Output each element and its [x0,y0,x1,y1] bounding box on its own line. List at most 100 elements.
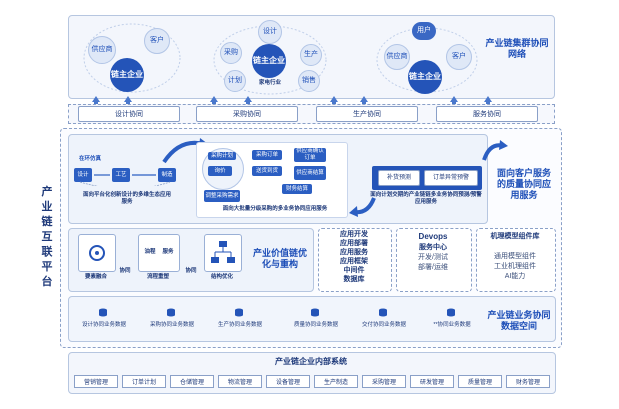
sys-marketing: 营销管理 [74,375,118,388]
data-other: **协同业务数据 [433,322,471,328]
core-enterprise-node: 链主企业 [110,58,144,92]
left-flow-arrows [79,174,171,186]
database-icon [167,308,175,317]
supplier-node-3: 供应商 [384,44,410,70]
mw-app-deploy: 应用部署 [340,240,368,247]
mw-industrial-model: 工业机理组件 [494,263,536,270]
database-icon [379,308,387,317]
cluster-1-links [83,23,181,93]
band-design: 设计协同 [78,106,180,122]
value-item-process: 流程重塑 [146,274,169,280]
value-chain-title: 产业价值链优化与重构 [252,248,307,269]
database-icon [447,308,455,317]
core-enterprise-node-3: 链主企业 [408,60,442,94]
value-collab-1: 协同 [119,268,131,274]
data-design: 设计协同业务数据 [81,322,126,328]
core-enterprise-node-2: 链主企业 [252,44,286,78]
customer-node-3: 客户 [446,44,472,70]
collab-band-row [68,104,555,124]
center-flow: 采购计划 采购订单 供应商确认订单 送货到货 供应商结算 财务结算 调整采购需求… [196,142,346,216]
data-quality: 质量协同业务数据 [293,322,338,328]
right-chip-forecast: 补货预测 [378,170,420,186]
left-node-process: 工艺 [112,168,130,182]
sys-equipment: 设备管理 [266,375,310,388]
center-flow-caption: 面向大批量分级采购的多业务协同应用服务 [222,206,328,212]
center-node-inquiry: 询价 [208,166,232,176]
data-space-panel [68,296,556,342]
plan-node: 计划 [224,70,246,92]
left-flow: 在环仿真 设计 工艺 制造 面向平台化创新设计的多维生态应用服务 [72,156,182,218]
right-chip-alert: 订单异常预警 [424,170,478,186]
curve-arrow-3 [482,140,508,161]
internal-systems-title: 产业链企业内部系统 [275,357,347,366]
middleware-col1-panel [318,228,392,292]
org-chart-icon [211,241,235,263]
database-icon [235,308,243,317]
data-delivery: 交付协同业务数据 [361,322,406,328]
band-service: 服务协同 [436,106,538,122]
left-node-manufacture: 制造 [158,168,176,182]
value-collab-2: 协同 [185,268,197,274]
value-chain: 要素融合 协同 油程 服务 流程重塑 协同 结构优化 [72,232,312,288]
database-icon [311,308,319,317]
design-node: 设计 [258,20,282,44]
middleware-col2-panel [396,228,472,292]
right-flow-caption: 面向计划交期的产业链链多业务协同预测/预警应用服务 [370,192,482,205]
procure-node: 采购 [220,42,242,64]
sys-quality: 质量管理 [458,375,502,388]
sys-finance: 财务管理 [506,375,550,388]
mw-devops-title: Devops [418,232,448,241]
data-procure: 采购协同业务数据 [149,322,194,328]
customer-node: 客户 [144,28,170,54]
center-node-finance: 财务结算 [282,184,312,194]
mw-service-center: 服务中心 [419,244,447,251]
band-produce: 生产协同 [316,106,418,122]
sys-warehouse: 仓储管理 [170,375,214,388]
database-icon [99,308,107,317]
center-node-supplier-confirm: 供应商确认订单 [294,148,326,162]
left-flow-title: 在环仿真 [78,156,101,162]
gear-icon [89,245,105,261]
mw-dev-test: 开发/测试 [418,254,448,261]
curve-arrow-2 [349,197,376,217]
cluster-1: 供应商 客户 链主企业 [82,22,182,94]
data-produce: 生产协同业务数据 [217,322,262,328]
user-node: 用户 [412,22,436,40]
center-node-supplier-settle: 供应商结算 [294,166,326,180]
data-space-title: 产业链业务协同数据空间 [487,310,551,331]
mw-model-lib-title: 机理模型组件库 [490,233,540,240]
sys-logistics: 物流管理 [218,375,262,388]
produce-node: 生产 [300,44,322,66]
mw-app-service: 应用服务 [340,249,368,256]
sys-manufacturing: 生产制造 [314,375,358,388]
value-item-fusion: 要素融合 [84,274,107,280]
left-node-design: 设计 [74,168,92,182]
sys-order-plan: 订单计划 [122,375,166,388]
element-fusion-icon [78,234,116,272]
data-space-items: 设计协同业务数据 采购协同业务数据 生产协同业务数据 质量协同业务数据 交付协同… [70,306,490,338]
center-node-order: 采购订单 [252,150,282,160]
cluster-2: 设计 采购 生产 计划 销售 链主企业 家电行业 [210,18,330,96]
process-reshape-icon: 油程 服务 [138,234,180,272]
industry-label: 家电行业 [258,80,281,86]
supplier-node: 供应商 [88,36,116,64]
sale-node: 销售 [298,70,320,92]
mw-ai-capability: AI能力 [504,273,526,280]
process-sub-2: 服务 [162,249,174,255]
cluster-network-title: 产业链集群协同网络 [485,38,549,59]
process-sub-1: 油程 [144,249,156,255]
mw-app-dev: 应用开发 [340,231,368,238]
left-flow-caption: 面向平台化创新设计的多维生态应用服务 [82,192,171,205]
value-item-structure: 结构优化 [210,274,233,280]
mw-app-framework: 应用框架 [340,258,368,265]
sys-rnd: 研发管理 [410,375,454,388]
cluster-2-ring [213,25,327,95]
sys-procurement: 采购管理 [362,375,406,388]
mw-database: 数据库 [343,276,365,283]
mw-general-model: 通用模型组件 [494,253,536,260]
structure-opt-icon [204,234,242,272]
center-node-delivery: 送货到货 [252,166,282,176]
cluster-3: 用户 供应商 客户 链主企业 [372,20,482,96]
quality-service-title: 面向客户服务的质量协同应用服务 [496,168,551,200]
mw-middleware: 中间件 [343,267,365,274]
